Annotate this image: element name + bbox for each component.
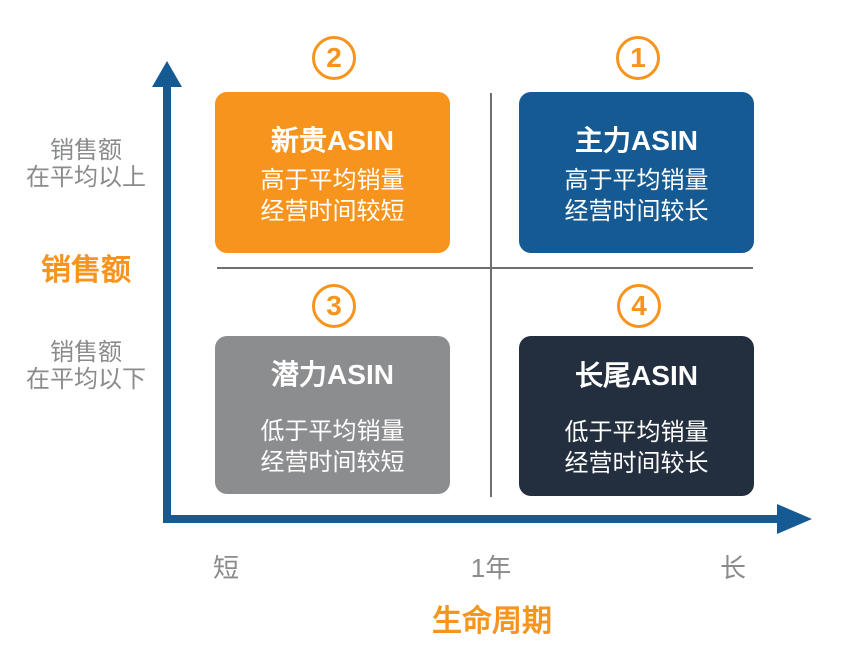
quadrant-long-tail-asin: 长尾ASIN 低于平均销量 经营时间较长 — [519, 336, 754, 496]
quadrant-rising-star-asin: 新贵ASIN 高于平均销量 经营时间较短 — [215, 92, 450, 253]
quadrant-title: 潜力ASIN — [271, 358, 394, 390]
quadrant-desc-line: 高于平均销量 — [564, 166, 709, 194]
quadrant-potential-asin: 潜力ASIN 低于平均销量 经营时间较短 — [215, 336, 450, 494]
x-axis-arrow-icon — [777, 504, 812, 534]
y-label-above-average: 销售额 在平均以上 — [4, 137, 168, 191]
quadrant-title: 新贵ASIN — [271, 124, 394, 156]
quadrant-desc-line: 经营时间较长 — [564, 449, 709, 477]
x-tick-long: 长 — [719, 553, 746, 583]
y-label-below-average: 销售额 在平均以下 — [4, 339, 168, 393]
y-label-line: 销售额 — [50, 137, 122, 164]
quadrant-mainstay-asin: 主力ASIN 高于平均销量 经营时间较长 — [519, 92, 754, 253]
quadrant-title: 长尾ASIN — [575, 359, 698, 391]
quadrant-desc-line: 低于平均销量 — [260, 417, 405, 445]
quadrant-desc-line: 经营时间较短 — [260, 448, 405, 476]
y-label-line: 在平均以上 — [26, 164, 146, 191]
quadrant-desc-line: 高于平均销量 — [260, 166, 405, 194]
quadrant-title: 主力ASIN — [575, 124, 698, 156]
badge-number-2: 2 — [312, 36, 356, 80]
y-axis-line — [163, 84, 171, 523]
badge-number-1: 1 — [616, 36, 660, 80]
quadrant-desc-line: 低于平均销量 — [564, 418, 709, 446]
x-tick-one-year: 1年 — [470, 553, 512, 583]
horizontal-divider — [217, 267, 753, 269]
vertical-divider — [490, 93, 492, 497]
y-label-line: 销售额 — [50, 339, 122, 366]
y-axis-arrow-icon — [152, 61, 182, 87]
x-axis-line — [163, 515, 777, 523]
y-axis-title: 销售额 — [41, 254, 131, 287]
badge-number-3: 3 — [312, 284, 356, 328]
badge-number-4: 4 — [617, 284, 661, 328]
quadrant-desc-line: 经营时间较长 — [564, 197, 709, 225]
y-label-line: 在平均以下 — [26, 366, 146, 393]
x-axis-title: 生命周期 — [432, 605, 552, 638]
x-tick-short: 短 — [212, 553, 239, 583]
quadrant-desc-line: 经营时间较短 — [260, 197, 405, 225]
